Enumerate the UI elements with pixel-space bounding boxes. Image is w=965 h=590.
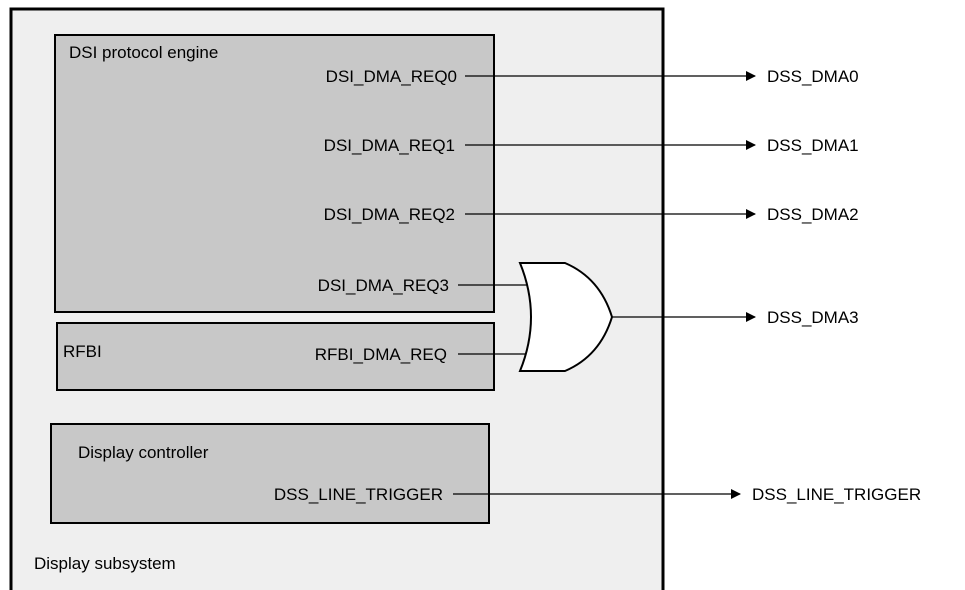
dsi-protocol-engine-block [54,34,495,313]
dss-line-trigger-source-label: DSS_LINE_TRIGGER [274,485,443,504]
dsi-dma-req1-label: DSI_DMA_REQ1 [324,136,455,155]
dss-dma1-output-label: DSS_DMA1 [767,136,859,155]
dss-dma2-output-label: DSS_DMA2 [767,205,859,224]
display-subsystem-label: Display subsystem [34,554,176,573]
dsi-dma-req3-label: DSI_DMA_REQ3 [318,276,449,295]
dsi-protocol-engine-title: DSI protocol engine [69,43,218,62]
rfbi-dma-req-label: RFBI_DMA_REQ [315,345,447,364]
display-controller-title: Display controller [78,443,209,462]
rfbi-block [56,322,495,391]
dsi-dma-req2-label: DSI_DMA_REQ2 [324,205,455,224]
dss-dma0-output-label: DSS_DMA0 [767,67,859,86]
dss-dma3-output-label: DSS_DMA3 [767,308,859,327]
rfbi-title: RFBI [63,342,102,361]
dss-line-trigger-output-label: DSS_LINE_TRIGGER [752,485,921,504]
display-controller-block [50,423,490,524]
or-gate-symbol [518,262,614,372]
dsi-dma-req0-label: DSI_DMA_REQ0 [326,67,457,86]
